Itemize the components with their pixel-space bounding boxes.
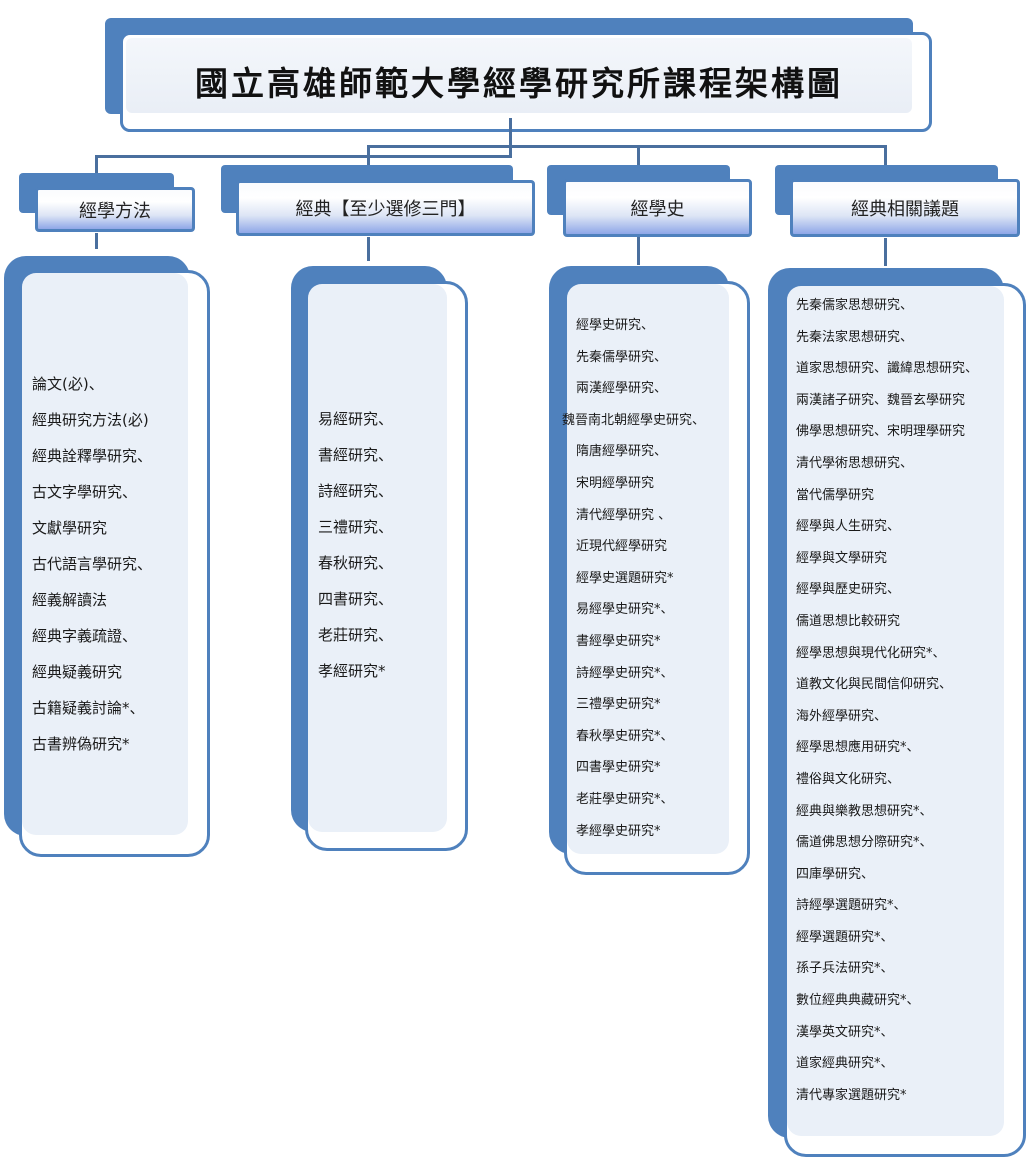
list-item: 隋唐經學研究、 <box>576 444 668 460</box>
list-item: 宋明經學研究 <box>576 475 655 491</box>
list-item: 經學與歷史研究、 <box>796 582 901 598</box>
header-label: 經典【至少選修三門】 <box>295 199 476 220</box>
list-item: 三禮研究、 <box>318 518 394 536</box>
header-topics: 經典相關議題 <box>790 179 1020 237</box>
list-item: 經學思想應用研究*、 <box>796 740 920 756</box>
header-methods: 經學方法 <box>35 187 195 232</box>
list-item: 數位經典典藏研究*、 <box>796 993 920 1009</box>
list-item: 道家經典研究*、 <box>796 1056 894 1072</box>
header-label: 經典相關議題 <box>851 199 959 220</box>
title-panel <box>126 38 912 113</box>
list-item: 古代語言學研究、 <box>32 555 153 573</box>
list-item: 老莊研究、 <box>318 626 394 644</box>
list-item: 易經研究、 <box>318 410 394 428</box>
list-item: 儒道佛思想分際研究*、 <box>796 835 933 851</box>
course-list-methods: 論文(必)、 經典研究方法(必) 經典詮釋學研究、 古文字學研究、 文獻學研究 … <box>32 366 152 762</box>
list-item: 清代學術思想研究、 <box>796 455 914 471</box>
list-item: 文獻學研究 <box>32 519 108 537</box>
list-item: 當代儒學研究 <box>796 487 875 503</box>
list-item: 經典研究方法(必) <box>32 411 149 429</box>
list-panel <box>567 284 729 854</box>
list-item: 經典與樂教思想研究*、 <box>796 803 933 819</box>
list-item: 詩經學史研究*、 <box>576 665 674 681</box>
list-item: 兩漢諸子研究、魏晉玄學研究 <box>796 392 966 408</box>
list-item: 孫子兵法研究*、 <box>796 961 894 977</box>
list-item: 三禮學史研究* <box>576 697 661 713</box>
list-item: 春秋學史研究*、 <box>576 728 674 744</box>
list-item: 經學思想與現代化研究*、 <box>796 645 946 661</box>
connector-col1 <box>95 233 98 249</box>
list-item: 漢學英文研究*、 <box>796 1024 894 1040</box>
list-item: 孝經研究* <box>318 662 386 680</box>
list-item: 書經研究、 <box>318 446 394 464</box>
list-panel <box>22 273 188 835</box>
connector-right-bar <box>367 145 887 148</box>
list-item: 魏晉南北朝經學史研究、 <box>562 412 706 428</box>
list-item: 經典詮釋學研究、 <box>32 447 153 465</box>
connector-left-bar <box>95 155 512 158</box>
connector-col2 <box>367 237 370 261</box>
list-item: 四書研究、 <box>318 590 394 608</box>
connector-drop-1 <box>95 155 98 175</box>
list-item: 經學選題研究*、 <box>796 929 894 945</box>
list-item: 道教文化與民間信仰研究、 <box>796 677 953 693</box>
header-label: 經學史 <box>630 199 685 220</box>
list-item: 書經學史研究* <box>576 633 661 649</box>
list-item: 先秦法家思想研究、 <box>796 329 914 345</box>
list-item: 四庫學研究、 <box>796 866 875 882</box>
list-item: 近現代經學研究 <box>576 539 668 555</box>
header-classics: 經典【至少選修三門】 <box>236 180 535 236</box>
list-item: 經典字義疏證、 <box>32 627 138 645</box>
list-item: 春秋研究、 <box>318 554 394 572</box>
list-item: 四書學史研究* <box>576 760 661 776</box>
list-item: 易經學史研究*、 <box>576 602 674 618</box>
connector-drop-2 <box>367 145 370 167</box>
connector-drop-3 <box>637 145 640 167</box>
list-item: 詩經學選題研究*、 <box>796 898 907 914</box>
connector-col4 <box>884 238 887 266</box>
list-item: 禮俗與文化研究、 <box>796 771 901 787</box>
course-list-topics: 先秦儒家思想研究、 先秦法家思想研究、 道家思想研究、讖緯思想研究、 兩漢諸子研… <box>796 290 978 1111</box>
list-item: 經學與文學研究 <box>796 550 888 566</box>
list-item: 經學與人生研究、 <box>796 519 901 535</box>
course-list-history: 經學史研究、 先秦儒學研究、 兩漢經學研究、 魏晉南北朝經學史研究、 隋唐經學研… <box>562 310 705 847</box>
list-item: 清代專家選題研究* <box>796 1087 907 1103</box>
list-item: 古籍疑義討論*、 <box>32 699 145 717</box>
list-item: 古文字學研究、 <box>32 483 138 501</box>
list-item: 詩經研究、 <box>318 482 394 500</box>
list-item: 兩漢經學研究、 <box>576 381 668 397</box>
connector-drop-4 <box>884 145 887 167</box>
list-item: 經義解讀法 <box>32 591 108 609</box>
list-item: 儒道思想比較研究 <box>796 613 901 629</box>
list-item: 論文(必)、 <box>32 375 104 393</box>
list-item: 經學史選題研究* <box>576 570 674 586</box>
list-item: 道家思想研究、讖緯思想研究、 <box>796 361 979 377</box>
list-item: 清代經學研究 、 <box>576 507 672 523</box>
list-item: 先秦儒學研究、 <box>576 349 668 365</box>
course-list-classics: 易經研究、 書經研究、 詩經研究、 三禮研究、 春秋研究、 四書研究、 老莊研究… <box>318 401 393 689</box>
list-item: 經典疑義研究 <box>32 663 123 681</box>
list-item: 經學史研究、 <box>576 318 655 333</box>
list-item: 先秦儒家思想研究、 <box>796 298 914 313</box>
header-label: 經學方法 <box>79 200 151 222</box>
list-item: 佛學思想研究、宋明理學研究 <box>796 424 966 440</box>
list-item: 古書辨偽研究* <box>32 735 130 753</box>
list-panel <box>308 284 447 832</box>
list-item: 孝經學史研究* <box>576 823 661 839</box>
chart-title: 國立高雄師範大學經學研究所課程架構圖 <box>195 63 843 103</box>
connector-title-stem <box>509 118 512 158</box>
connector-col3 <box>637 237 640 265</box>
list-item: 老莊學史研究*、 <box>576 791 674 807</box>
list-item: 海外經學研究、 <box>796 708 888 724</box>
list-panel <box>787 286 1004 1136</box>
header-history: 經學史 <box>563 179 752 237</box>
